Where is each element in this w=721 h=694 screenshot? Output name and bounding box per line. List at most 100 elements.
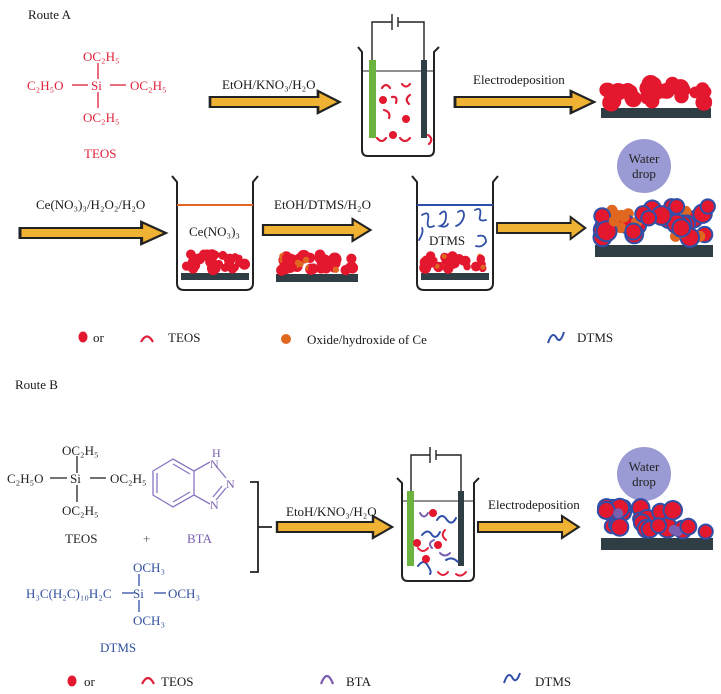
film-with-ce-oxide [276, 249, 359, 282]
red-particle [206, 262, 218, 274]
red-particle [463, 263, 471, 271]
legend-b-red-dot-label: or [84, 674, 95, 689]
beaker-ce-nitrate [171, 175, 259, 291]
beaker-dtms [411, 175, 499, 291]
red-particle [626, 224, 641, 239]
water-drop-a-line1: Water [628, 151, 660, 166]
electrolysis-cell-route-a [357, 14, 440, 157]
legend-teos-arc-icon [140, 335, 154, 343]
teos-b-bottom-group: OC₂H₅ [62, 503, 99, 518]
legend-b-bta-arc-icon [319, 674, 335, 685]
red-particle [206, 249, 218, 262]
legend-a-teos-label: TEOS [168, 330, 201, 345]
ce-oxide-particle [302, 256, 310, 264]
red-particle [421, 262, 431, 272]
legend-red-dot-icon [78, 331, 88, 343]
red-particle [281, 264, 292, 275]
legend-a-red-dot-label: or [93, 330, 104, 345]
red-particle [225, 261, 236, 272]
electrolysis-cell-route-b [396, 447, 480, 582]
bta-particle [613, 508, 624, 519]
legend-b-dtms-label: DTMS [535, 674, 572, 689]
beaker-dtms-label: DTMS [429, 233, 466, 248]
ce-oxide-particle [332, 266, 339, 273]
red-particle [611, 519, 628, 535]
teos-b-silicon: Si [70, 471, 81, 486]
arrow-route-a-step2 [453, 89, 596, 115]
red-particle [673, 220, 689, 236]
red-particle [599, 82, 614, 98]
bta-n3-atom: N [210, 498, 219, 512]
red-particle [695, 94, 713, 111]
arrow-route-a-step1 [208, 89, 341, 115]
water-drop-a-label: Water drop [619, 151, 669, 181]
anode-electrode-b [407, 491, 414, 566]
red-particle [653, 207, 670, 224]
arrow-route-a-step5 [496, 216, 587, 240]
ce-oxide-particle [480, 264, 486, 270]
legend-b-red-dot-icon [67, 675, 77, 687]
bta-structure [152, 458, 227, 508]
teos-b-left-group: C₂H₅O [7, 471, 44, 486]
teos-a-left-group: C₂H₅O [27, 78, 64, 93]
red-particle [681, 519, 696, 534]
red-particle [701, 200, 714, 213]
red-particle [598, 503, 614, 518]
red-particle [308, 263, 319, 275]
water-drop-b-label: Water drop [619, 459, 669, 489]
red-particle [286, 257, 297, 268]
ce-oxide-particle [618, 211, 630, 223]
dtms-silicon: Si [133, 586, 144, 601]
legend-b-teos-label: TEOS [161, 674, 194, 689]
red-particle [664, 502, 681, 519]
bta-particle [668, 524, 679, 535]
teos-b-top-group: OC₂H₅ [62, 443, 99, 458]
legend-dtms-wave-icon [547, 331, 565, 344]
red-particle [671, 79, 690, 97]
route-b-step2-label: Electrodeposition [488, 497, 580, 512]
teos-a-top-group: OC₂H₅ [83, 49, 120, 64]
ce-oxide-particle [608, 215, 620, 227]
red-particle [238, 258, 250, 270]
arrow-route-a-step3 [18, 220, 168, 246]
reactant-bracket [250, 481, 272, 573]
red-particle [642, 211, 656, 225]
water-drop-b-line2: drop [632, 474, 656, 489]
red-particle [443, 263, 454, 274]
dtms-top-group: OCH₃ [133, 560, 165, 575]
teos-b-right-group: OC₂H₅ [110, 471, 147, 486]
water-drop-route-a [617, 139, 671, 193]
cathode-electrode [421, 60, 427, 138]
red-particle [652, 519, 665, 532]
arrow-route-b-step2 [476, 514, 580, 540]
plus-sign: + [143, 531, 151, 546]
teos-b-name: TEOS [65, 531, 98, 546]
red-particle [644, 93, 660, 109]
red-particle [346, 253, 357, 264]
red-particle [449, 257, 460, 268]
red-particle [695, 82, 710, 96]
route-b-title: Route B [15, 377, 58, 392]
route-a-title: Route A [28, 7, 71, 22]
red-particle [699, 525, 712, 538]
legend-route-a-icons [78, 331, 565, 344]
red-particle [595, 209, 610, 224]
teos-a-bottom-group: OC₂H₅ [83, 110, 120, 125]
beaker-ce-label: Ce(NO₃)₃ [189, 224, 240, 239]
dtms-name: DTMS [100, 640, 137, 655]
legend-b-teos-arc-icon [141, 676, 155, 685]
legend-a-ce-oxide-label: Oxide/hydroxide of Ce [307, 332, 427, 347]
dtms-right-group: OCH₃ [168, 586, 200, 601]
legend-b-dtms-wave-icon [503, 672, 521, 684]
water-drop-a-line2: drop [632, 166, 656, 181]
cathode-electrode-b [458, 491, 464, 566]
route-a-step1-reagents: EtOH/KNO₃/H₂O [222, 77, 316, 92]
teos-bonds-route-b [50, 456, 106, 502]
red-particle [620, 83, 636, 99]
red-particle [186, 251, 195, 260]
battery-circuit [371, 14, 425, 60]
red-particle [346, 262, 359, 274]
route-a-step4-reagents: EtOH/DTMS/H₂O [274, 197, 371, 212]
ce-oxide-particle [294, 259, 302, 267]
